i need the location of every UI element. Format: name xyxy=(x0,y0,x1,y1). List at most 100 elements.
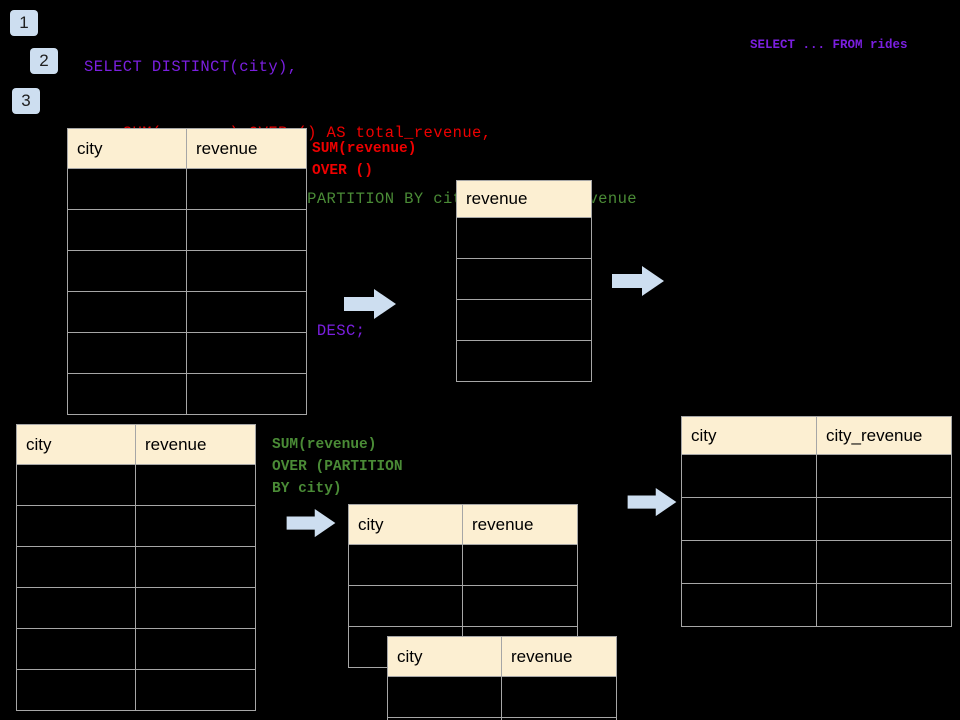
arrow-total-to-final-icon xyxy=(612,266,664,296)
table-rides-source-bottom: city revenue xyxy=(16,424,256,711)
table-cell xyxy=(67,250,187,292)
column-header-revenue: revenue xyxy=(501,636,617,677)
table-cell xyxy=(16,464,136,506)
table-total-revenue-result: revenue xyxy=(456,180,592,382)
table-row xyxy=(16,628,256,670)
table-cell xyxy=(135,587,256,629)
table-row xyxy=(456,340,592,382)
table-cell xyxy=(348,544,463,586)
table-row xyxy=(348,544,578,586)
table-cell xyxy=(16,587,136,629)
table-row xyxy=(67,168,307,210)
table-header-row: city city_revenue xyxy=(681,416,952,455)
table-cell xyxy=(186,209,307,251)
table-row xyxy=(16,546,256,588)
table-row xyxy=(456,258,592,300)
table-row xyxy=(348,585,578,627)
table-cell xyxy=(816,540,952,584)
column-header-revenue: revenue xyxy=(135,424,256,465)
table-cell xyxy=(186,168,307,210)
annotation-city-revenue: SUM(revenue) OVER (PARTITION BY city) xyxy=(272,437,403,497)
arrow-partition-to-final-icon xyxy=(627,487,677,517)
annotation-total-revenue: SUM(revenue) OVER () xyxy=(312,141,417,179)
table-row xyxy=(16,464,256,506)
table-header-row: city revenue xyxy=(348,504,578,545)
arrow-source-to-partition-icon xyxy=(286,508,336,538)
table-cell xyxy=(186,373,307,415)
table-row xyxy=(681,454,952,498)
table-cell xyxy=(67,209,187,251)
table-row xyxy=(67,332,307,374)
sql-line-select: SELECT DISTINCT(city), xyxy=(84,58,298,76)
table-cell xyxy=(16,546,136,588)
table-row xyxy=(456,299,592,341)
step-badge-3[interactable]: 3 xyxy=(12,88,40,114)
table-cell xyxy=(67,332,187,374)
table-cell xyxy=(348,585,463,627)
table-row xyxy=(16,669,256,711)
table-row xyxy=(681,497,952,541)
step-badge-2[interactable]: 2 xyxy=(30,48,58,74)
table-cell xyxy=(456,258,592,300)
table-cell xyxy=(67,291,187,333)
step-badge-1[interactable]: 1 xyxy=(10,10,38,36)
table-row xyxy=(67,373,307,415)
table-cell xyxy=(816,497,952,541)
table-cell xyxy=(456,340,592,382)
table-row xyxy=(387,676,617,718)
table-row xyxy=(67,250,307,292)
table-cell xyxy=(135,464,256,506)
table-cell xyxy=(186,250,307,292)
table-cell xyxy=(456,217,592,259)
table-cell xyxy=(387,676,502,718)
column-header-city: city xyxy=(348,504,463,545)
table-rides-source-top: city revenue xyxy=(67,128,307,415)
sidenote-select-from-rides: SELECT ... FROM rides xyxy=(750,38,908,52)
table-cell xyxy=(135,505,256,547)
table-cell xyxy=(186,291,307,333)
table-cell xyxy=(67,168,187,210)
table-header-row: city revenue xyxy=(67,128,307,169)
table-cell xyxy=(681,454,817,498)
table-cell xyxy=(681,497,817,541)
table-cell xyxy=(135,628,256,670)
table-row xyxy=(67,209,307,251)
table-cell xyxy=(681,540,817,584)
table-header-row: city revenue xyxy=(387,636,617,677)
column-header-city: city xyxy=(16,424,136,465)
column-header-city: city xyxy=(681,416,817,455)
table-cell xyxy=(16,669,136,711)
column-header-revenue: revenue xyxy=(462,504,578,545)
table-partition-group-back: city revenue xyxy=(348,504,578,668)
table-partition-group-front: city revenue xyxy=(387,636,617,720)
table-cell xyxy=(501,676,617,718)
table-cell xyxy=(456,299,592,341)
table-cell xyxy=(135,669,256,711)
table-cell xyxy=(135,546,256,588)
column-header-revenue: revenue xyxy=(186,128,307,169)
table-row xyxy=(456,217,592,259)
column-header-city-revenue: city_revenue xyxy=(816,416,952,455)
column-header-revenue: revenue xyxy=(456,180,592,218)
table-row xyxy=(16,587,256,629)
table-header-row: revenue xyxy=(456,180,592,218)
table-cell xyxy=(501,717,617,720)
table-row xyxy=(387,717,617,720)
table-row xyxy=(16,505,256,547)
table-cell xyxy=(16,628,136,670)
table-header-row: city revenue xyxy=(16,424,256,465)
table-final-result: city city_revenue xyxy=(681,416,952,627)
table-cell xyxy=(816,583,952,627)
table-cell xyxy=(16,505,136,547)
column-header-city: city xyxy=(387,636,502,677)
table-row xyxy=(681,583,952,627)
table-row xyxy=(67,291,307,333)
table-cell xyxy=(462,544,578,586)
arrow-source-to-total-icon xyxy=(344,289,396,319)
column-header-city: city xyxy=(67,128,187,169)
table-cell xyxy=(462,585,578,627)
table-row xyxy=(681,540,952,584)
table-cell xyxy=(186,332,307,374)
table-cell xyxy=(816,454,952,498)
